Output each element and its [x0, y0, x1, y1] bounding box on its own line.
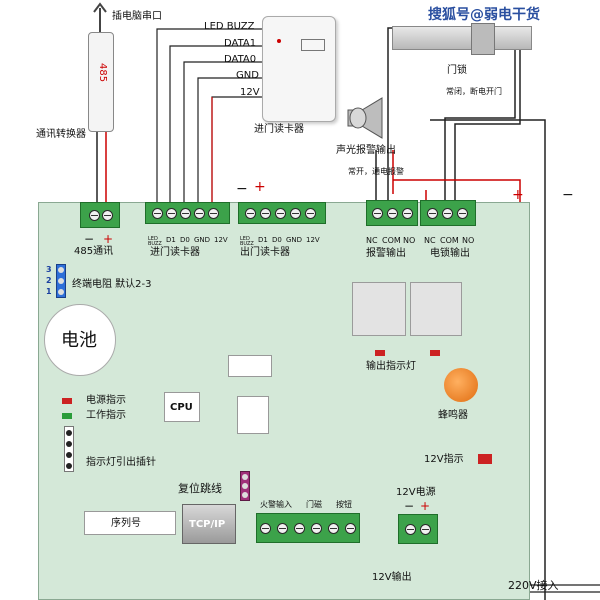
lock-label: 门锁 [447, 65, 467, 76]
converter-device: 485 [88, 32, 114, 132]
wire-label-data1: DATA1 [224, 38, 257, 49]
siren-note: 常开，通电报警 [348, 167, 404, 176]
tcpip-label: TCP/IP [189, 519, 226, 530]
power-led-label: 电源指示 [86, 395, 126, 406]
terminal-power12v [398, 514, 438, 544]
siren-label: 声光报警输出 [336, 145, 396, 156]
input-label-button: 按钮 [336, 500, 352, 509]
reader-out-pin-4: 12V [306, 236, 320, 244]
converter-label: 通讯转换器 [36, 129, 86, 140]
input-label-fire: 火警输入 [260, 500, 292, 509]
terminal-relay-lock [420, 200, 476, 226]
cpu-label: CPU [170, 402, 193, 413]
jumper-num-1: 1 [46, 287, 52, 296]
com-port-label: 插电脑串口 [112, 11, 162, 22]
power12v-minus: − [404, 499, 415, 513]
lock-note: 常闭，断电开门 [446, 87, 502, 96]
jumper-num-3: 3 [46, 265, 52, 274]
relay-lock-pin-1: COM [440, 236, 459, 245]
reader-in-pin-1: D1 [166, 236, 176, 244]
lock-device [392, 23, 532, 55]
comm485-minus: − [84, 232, 95, 246]
reader-in-pin-3: GND [194, 236, 211, 244]
relay-alarm-pin-1: COM [382, 236, 401, 245]
cpu-chip: CPU [164, 392, 200, 422]
reader-out-label: 出门读卡器 [240, 247, 290, 258]
chip-box-top [228, 355, 272, 377]
converter-code: 485 [97, 63, 108, 83]
rail-plus: + [512, 187, 524, 203]
reset-jumper-label: 复位跳线 [178, 482, 222, 495]
tcpip-port: TCP/IP [182, 504, 236, 544]
watermark: 搜狐号@弱电干货 [428, 7, 540, 23]
wire-label-gnd: GND [236, 70, 259, 81]
reader-out-pin-1: D1 [258, 236, 268, 244]
comm485-label: 485通讯 [74, 246, 114, 257]
battery: 电池 [44, 304, 116, 376]
power-led [62, 398, 72, 404]
reader-out-pin-0: LED BUZZ [240, 236, 254, 247]
relay-alarm-pin-2: NO [403, 236, 416, 245]
relay-lock-pin-2: NO [462, 236, 475, 245]
terminal-relay-alarm [366, 200, 418, 226]
led-12v-label: 12V指示 [424, 454, 464, 465]
terminal-485 [80, 202, 120, 228]
relay-alarm [352, 282, 406, 336]
reset-jumper-pins [240, 471, 250, 501]
siren-icon [342, 96, 390, 140]
reader-in-pin-0: LED BUZZ [148, 236, 162, 247]
buzzer-label: 蜂鸣器 [438, 410, 468, 421]
jumper-label: 终端电阻 默认2-3 [72, 279, 152, 290]
relay-alarm-pin-0: NC [366, 236, 378, 245]
input-label-door: 门磁 [306, 500, 322, 509]
led-12v [478, 454, 492, 464]
reader-in-pin-4: 12V [214, 236, 228, 244]
relay-lock-label: 电锁输出 [430, 248, 470, 259]
jumper-num-2: 2 [46, 276, 52, 285]
wire-label-data0: DATA0 [224, 54, 257, 65]
reader-out-pin-2: D0 [272, 236, 282, 244]
power12v-plus: + [420, 499, 431, 513]
out12v-label: 12V输出 [372, 572, 412, 583]
output-led-2 [430, 350, 440, 356]
terminal-reader-out [238, 202, 326, 224]
terminal-reader-in [145, 202, 230, 224]
serial-label: 序列号 [111, 518, 141, 529]
output-led-1 [375, 350, 385, 356]
comm485-plus: + [103, 232, 114, 246]
power12v-label: 12V电源 [396, 487, 436, 498]
wire-label-12v: 12V [240, 87, 260, 98]
rail-minus: − [562, 187, 574, 203]
card-reader-device [262, 16, 336, 122]
reader-out-pin-3: GND [286, 236, 303, 244]
work-led-label: 工作指示 [86, 410, 126, 421]
work-led [62, 413, 72, 419]
reader-in-caption: 进门读卡器 [254, 124, 304, 135]
output-led-label: 输出指示灯 [366, 361, 416, 372]
terminal-minus: − [236, 181, 248, 197]
terminal-inputs [256, 513, 360, 543]
ac220-label: 220V接入 [508, 579, 559, 592]
jumper-pins [56, 264, 66, 298]
led-header-label: 指示灯引出插针 [86, 457, 156, 468]
chip-box-mid [237, 396, 269, 434]
led-header [64, 426, 74, 472]
battery-label: 电池 [61, 330, 97, 351]
buzzer [444, 368, 478, 402]
wire-label-led-buzz: LED BUZZ [204, 21, 255, 32]
relay-lock-pin-0: NC [424, 236, 436, 245]
reader-in-label: 进门读卡器 [150, 247, 200, 258]
relay-lock [410, 282, 462, 336]
relay-alarm-label: 报警输出 [366, 248, 406, 259]
terminal-plus: + [254, 179, 266, 195]
reader-in-pin-2: D0 [180, 236, 190, 244]
serial-box: 序列号 [84, 511, 176, 535]
